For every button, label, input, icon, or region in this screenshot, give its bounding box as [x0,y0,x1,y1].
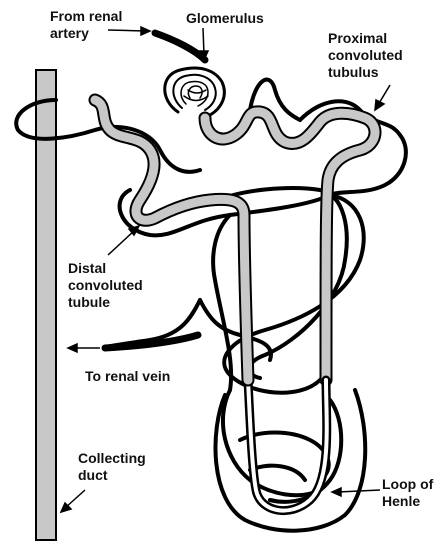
renal-vein-vessel [105,335,198,348]
label-glomerulus: Glomerulus [186,10,264,27]
label-distal-tubule: Distal convoluted tubule [68,260,143,311]
label-collecting-duct: Collecting duct [78,450,146,484]
label-renal-vein: To renal vein [85,368,170,385]
label-proximal-tubule: Proximal convoluted tubulus [328,30,403,81]
label-loop-of-henle: Loop of Henle [382,476,433,510]
label-from-renal-artery: From renal artery [50,8,122,42]
glomerulus-shape [165,68,225,115]
loop-of-henle-shape [248,380,327,511]
afferent-arteriole [155,33,205,60]
